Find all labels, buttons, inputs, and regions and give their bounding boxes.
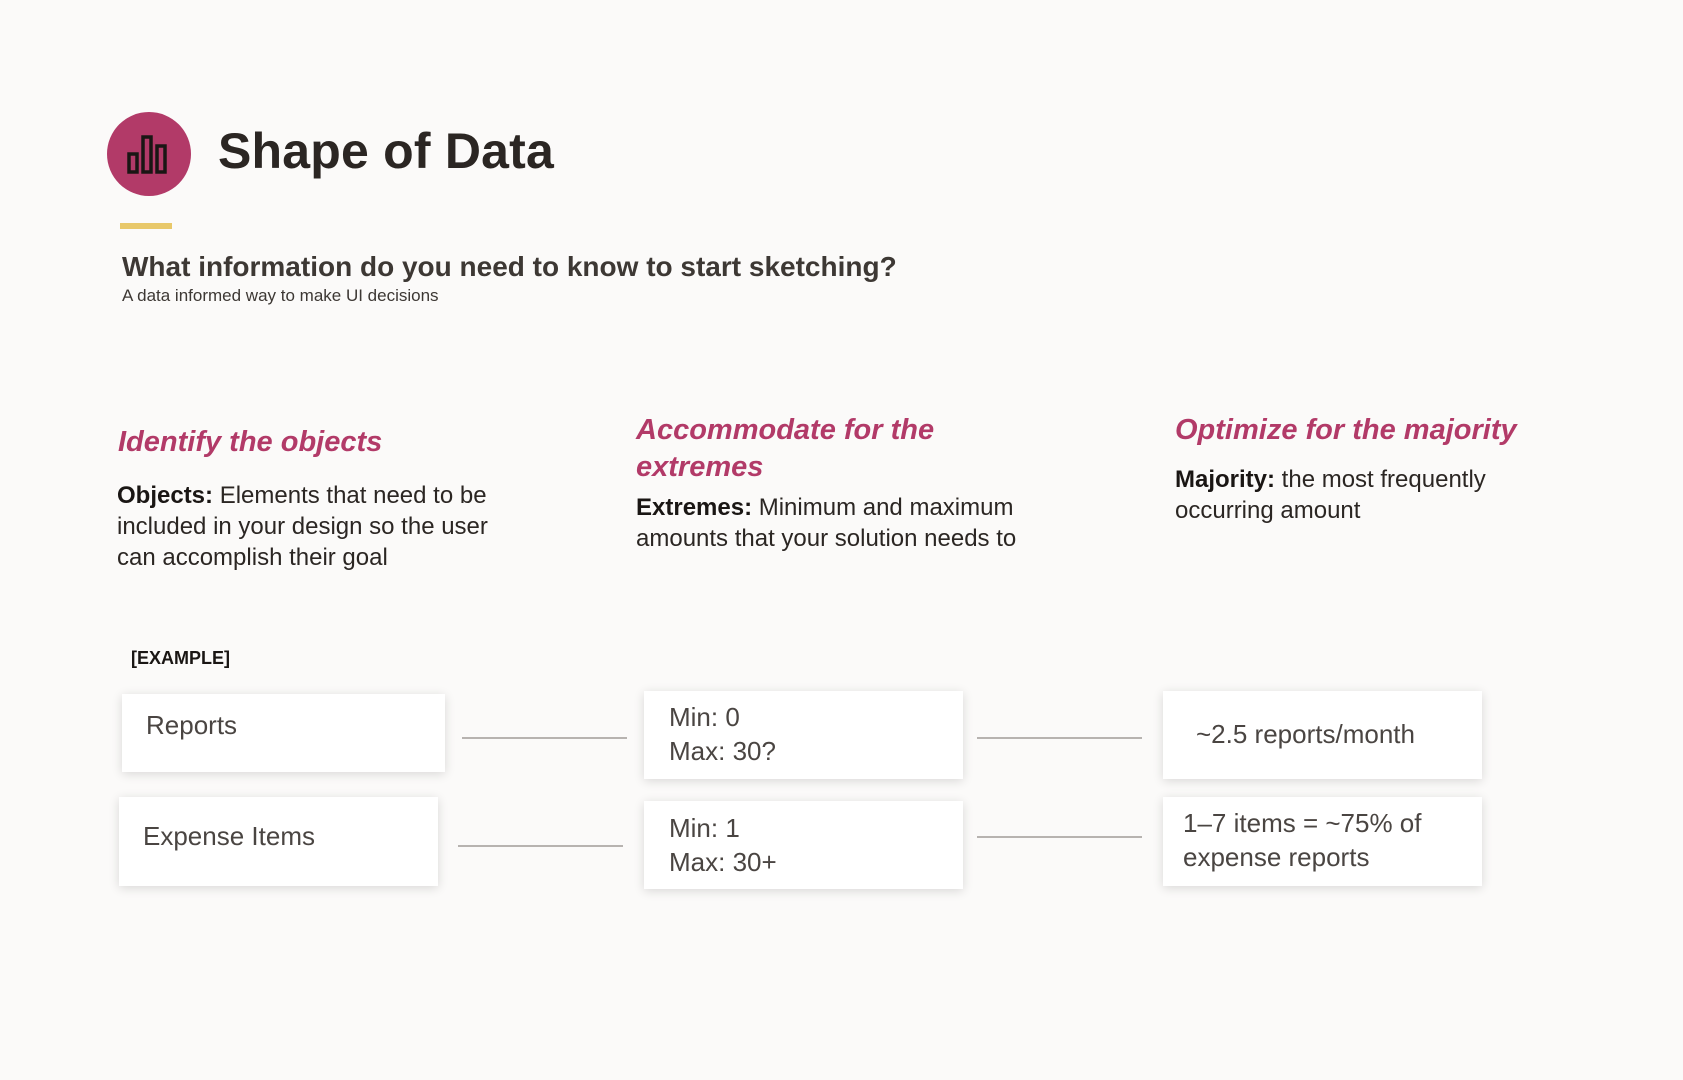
object-card-expense-items: Expense Items bbox=[119, 797, 438, 886]
title-accent-underline bbox=[120, 223, 172, 229]
connector-line bbox=[458, 845, 623, 847]
definition-extremes: Minimum and maximum amounts that your so… bbox=[636, 494, 1017, 552]
object-card-reports: Reports bbox=[122, 694, 445, 772]
page-title: Shape of Data bbox=[218, 123, 554, 179]
column-title-objects: Identify the objects bbox=[118, 426, 383, 458]
majority-value-line-1: 1–7 items = ~75% of bbox=[1183, 808, 1422, 838]
max-value: Max: 30? bbox=[669, 736, 776, 766]
bar-chart-icon bbox=[127, 135, 167, 174]
term-majority: Majority: bbox=[1175, 466, 1276, 493]
page-subtitle: A data informed way to make UI decisions bbox=[122, 286, 439, 305]
example-label: [EXAMPLE] bbox=[131, 648, 230, 668]
object-name: Expense Items bbox=[143, 821, 315, 851]
majority-value: ~2.5 reports/month bbox=[1196, 719, 1415, 749]
extremes-card-reports: Min: 0 Max: 30? bbox=[644, 691, 963, 779]
column-body-extremes: Extremes: Minimum and maximum amounts th… bbox=[636, 492, 1036, 554]
connector-line bbox=[977, 737, 1142, 739]
column-body-objects: Objects: Elements that need to be includ… bbox=[117, 480, 497, 573]
min-value: Min: 0 bbox=[669, 702, 740, 732]
max-value: Max: 30+ bbox=[669, 847, 777, 877]
column-title-extremes: Accommodate for the extremes bbox=[636, 414, 935, 483]
min-value: Min: 1 bbox=[669, 813, 740, 843]
object-name: Reports bbox=[146, 710, 238, 740]
connector-line bbox=[977, 836, 1142, 838]
majority-value-line-2: expense reports bbox=[1183, 842, 1370, 872]
majority-card-reports: ~2.5 reports/month bbox=[1163, 691, 1482, 779]
guiding-question: What information do you need to know to … bbox=[122, 251, 897, 282]
bar-chart-badge bbox=[107, 112, 191, 196]
term-extremes: Extremes: bbox=[636, 494, 753, 521]
definition-objects: Elements that need to be included in you… bbox=[117, 482, 488, 571]
column-body-majority: Majority: the most frequently occurring … bbox=[1175, 464, 1515, 526]
majority-card-expense-items: 1–7 items = ~75% of expense reports bbox=[1163, 797, 1482, 886]
definition-majority: the most frequently occurring amount bbox=[1175, 466, 1486, 524]
term-objects: Objects: bbox=[117, 482, 214, 509]
connector-line bbox=[462, 737, 627, 739]
extremes-card-expense-items: Min: 1 Max: 30+ bbox=[644, 801, 963, 889]
column-title-majority: Optimize for the majority bbox=[1175, 414, 1517, 446]
